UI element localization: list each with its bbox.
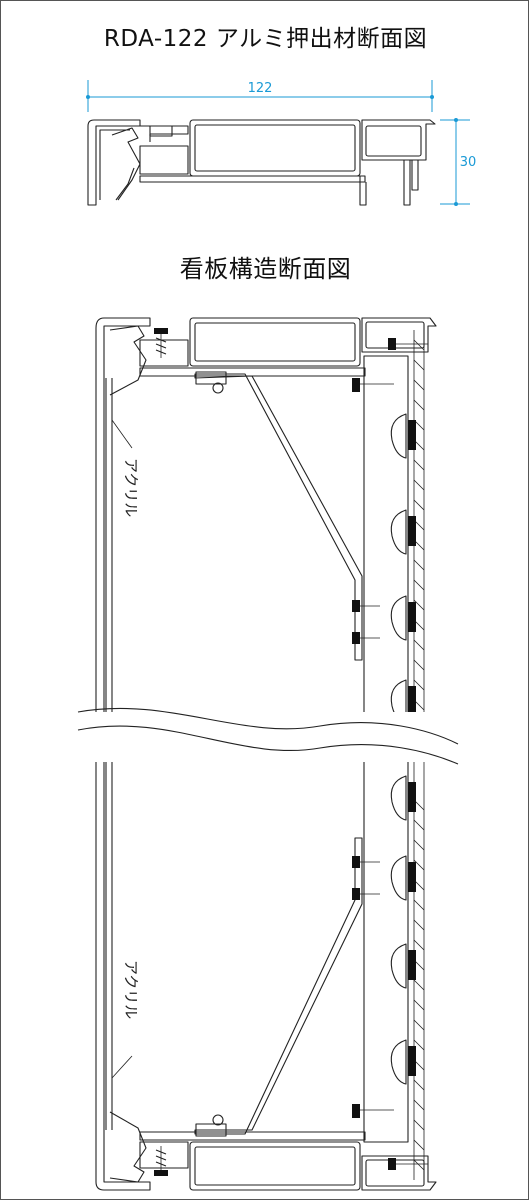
plate-screws <box>352 338 428 1170</box>
acrylic-label-top: アクリル <box>111 419 140 517</box>
led-module <box>390 855 416 901</box>
led-module <box>390 1039 416 1085</box>
bottom-bracket <box>194 837 363 1137</box>
led-modules <box>390 413 416 1085</box>
dimension-width: 122 <box>86 80 434 112</box>
break-lines <box>77 707 459 765</box>
width-dimension-label: 122 <box>248 81 273 96</box>
acrylic-label-top-text: アクリル <box>122 458 140 517</box>
extrusion-section-title: RDA-122 アルミ押出材断面図 <box>103 26 428 52</box>
led-module <box>390 775 416 821</box>
led-module <box>390 943 416 989</box>
acrylic-label-bottom-text: アクリル <box>122 960 140 1019</box>
top-bracket <box>194 371 363 661</box>
height-dimension-label: 30 <box>460 155 477 170</box>
led-module <box>390 413 416 459</box>
led-module <box>390 509 416 555</box>
dimension-height: 30 <box>440 118 476 206</box>
aluminum-extrusion-profile <box>87 119 436 206</box>
bottom-frame-profile <box>95 1110 437 1191</box>
led-module <box>390 595 416 641</box>
acrylic-label-bottom: アクリル <box>111 960 140 1079</box>
signboard-section: アクリル アクリル <box>77 317 459 1191</box>
signboard-section-title: 看板構造断面図 <box>179 255 352 283</box>
